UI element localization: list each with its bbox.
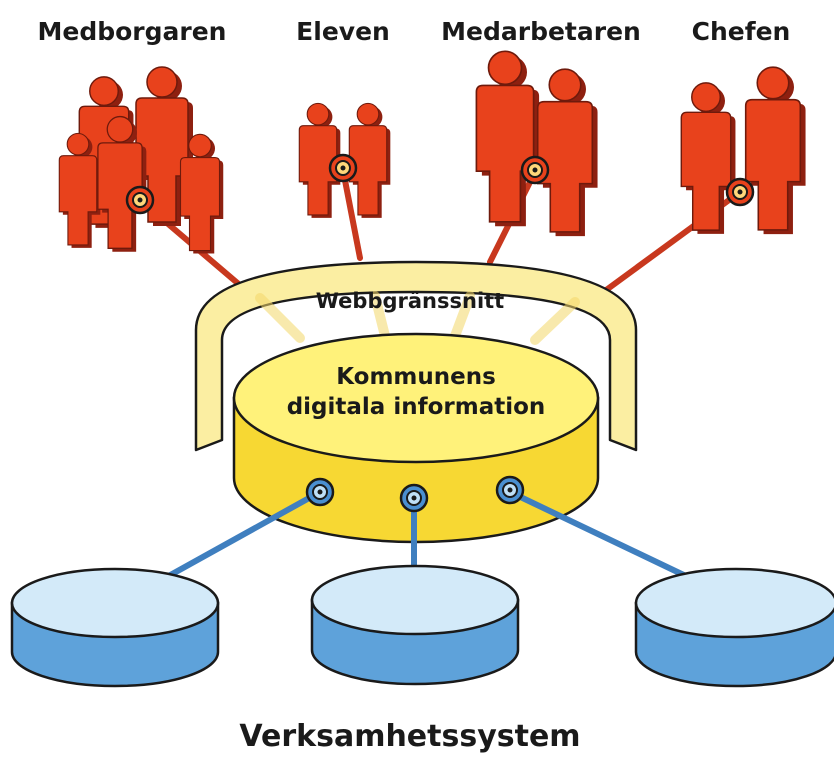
port-icon (497, 477, 523, 503)
port-icon (127, 187, 153, 213)
port-icon (727, 179, 753, 205)
people-group-medarbetaren (476, 51, 597, 236)
web-interface-label: Webbgränssnitt (316, 289, 504, 313)
group-label-chefen: Chefen (692, 17, 791, 46)
core-label-line2: digitala information (287, 394, 546, 420)
group-label-medarbetaren: Medarbetaren (441, 17, 641, 46)
people-group-medborgaren (59, 67, 223, 254)
core-label-line1: Kommunens (336, 364, 496, 390)
system-database-1 (12, 569, 218, 686)
people-group-chefen (681, 67, 805, 234)
group-label-medborgaren: Medborgaren (38, 17, 227, 46)
system-database-3 (636, 569, 834, 686)
port-icon (307, 479, 333, 505)
port-icon (330, 155, 356, 181)
group-label-eleven: Eleven (296, 17, 390, 46)
port-icon (401, 485, 427, 511)
port-icon (522, 157, 548, 183)
systems-label: Verksamhetssystem (239, 719, 580, 754)
system-database-2 (312, 566, 518, 684)
